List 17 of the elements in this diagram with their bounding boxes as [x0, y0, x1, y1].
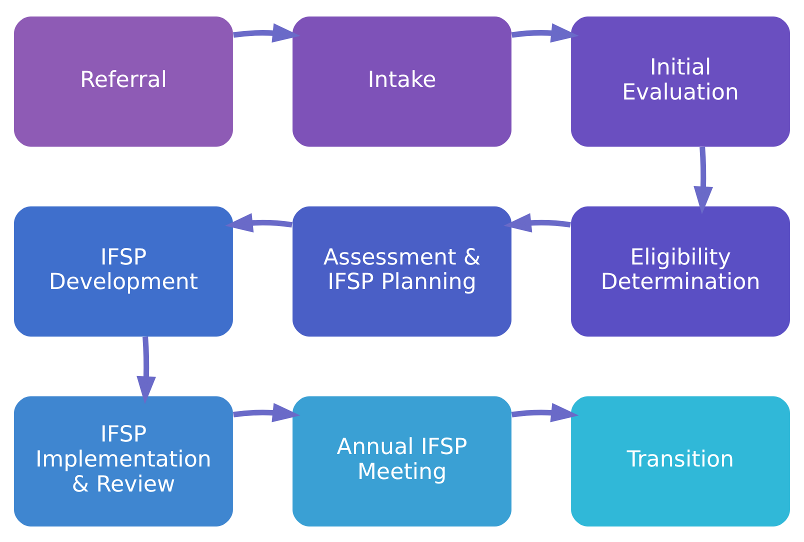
arrow [136, 336, 156, 404]
arrow [232, 22, 300, 42]
node-box: IFSP Implementation & Review [14, 396, 233, 526]
arrow [232, 402, 300, 422]
arrow [694, 146, 714, 214]
arrow [504, 212, 571, 232]
node-box: IFSP Development [14, 206, 233, 336]
node-box: Intake [292, 16, 512, 146]
arrow [512, 402, 579, 422]
node-box: Referral [14, 16, 233, 146]
arrow [512, 22, 579, 42]
node-box: Assessment & IFSP Planning [292, 206, 512, 336]
arrow [225, 212, 292, 232]
node-box: Eligibility Determination [571, 206, 790, 336]
node-box: Annual IFSP Meeting [292, 396, 512, 526]
node-box: Transition [571, 396, 790, 526]
node-box: Initial Evaluation [571, 16, 790, 146]
